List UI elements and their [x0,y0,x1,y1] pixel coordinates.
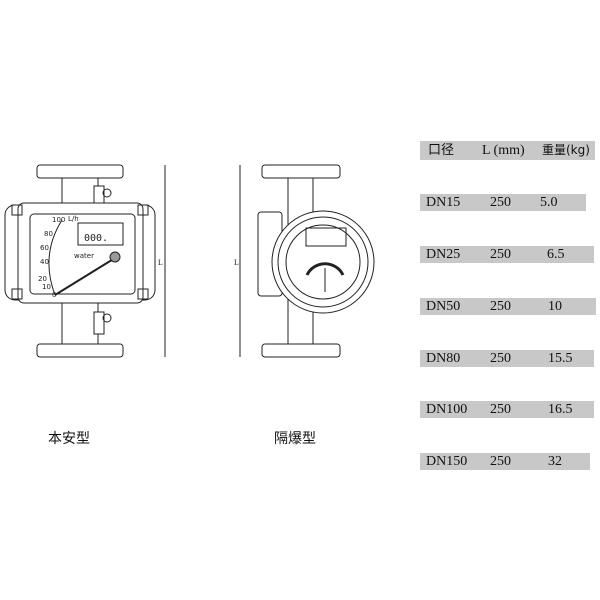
svg-text:20: 20 [38,275,47,283]
svg-text:100: 100 [52,216,65,224]
lcd-reading: 000. [84,233,108,244]
svg-text:L/h: L/h [68,215,79,223]
cell-diameter: DN150 [426,454,468,469]
svg-text:10: 10 [42,283,51,291]
cell-length: 250 [490,351,511,366]
cell-diameter: DN15 [426,195,461,210]
explosion-proof-label: 隔爆型 [274,431,316,447]
cell-length: 250 [490,402,511,417]
cell-length: 250 [490,247,511,262]
cell-length: 250 [490,195,511,210]
cell-length: 250 [490,454,511,469]
table-row: DN25 250 6.5 [420,246,594,263]
table-row: DN100 250 16.5 [420,401,594,418]
svg-text:60: 60 [40,244,49,252]
svg-text:40: 40 [40,258,49,266]
header-diameter: 口径 [428,143,455,158]
cell-diameter: DN25 [426,247,461,262]
svg-text:0: 0 [52,291,56,299]
table-row: DN50 250 10 [420,298,596,315]
svg-text:80: 80 [44,230,53,238]
cell-weight: 10 [548,299,562,314]
table-row: DN150 250 32 [420,453,590,470]
header-length: L (mm) [482,143,525,158]
intrinsic-safe-label: 本安型 [48,431,90,447]
header-weight: 重量(kg) [542,143,590,157]
table-row: DN15 250 5.0 [420,194,586,211]
cell-length: 250 [490,299,511,314]
cell-weight: 5.0 [540,195,558,210]
table-row: DN80 250 15.5 [420,350,594,367]
cell-diameter: DN50 [426,299,461,314]
cell-weight: 16.5 [548,402,573,417]
cell-weight: 6.5 [547,247,565,262]
svg-text:L: L [234,258,239,267]
cell-weight: 15.5 [548,351,573,366]
explosion-proof-meter-drawing: L [234,164,375,358]
cell-diameter: DN100 [426,402,468,417]
table-header: 口径 L (mm) 重量(kg) [420,141,595,160]
cell-weight: 32 [548,454,562,469]
cell-diameter: DN80 [426,351,461,366]
svg-text:L: L [158,258,163,267]
svg-text:water: water [74,252,94,260]
